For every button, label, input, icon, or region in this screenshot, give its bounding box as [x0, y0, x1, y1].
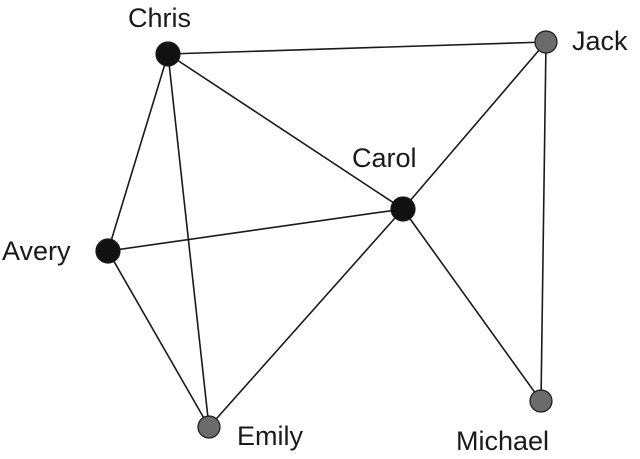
- edge-chris-emily: [167, 53, 210, 428]
- edge-jack-michael: [540, 41, 547, 402]
- node-label-chris: Chris: [128, 3, 191, 33]
- edge-avery-carol: [107, 208, 404, 252]
- node-jack: [534, 30, 558, 54]
- edge-chris-avery: [107, 53, 169, 252]
- edges-layer: [107, 41, 547, 428]
- node-michael: [529, 389, 553, 413]
- node-label-avery: Avery: [2, 236, 71, 266]
- node-label-michael: Michael: [456, 426, 549, 456]
- nodes-layer: [95, 30, 558, 439]
- edge-chris-jack: [167, 41, 547, 55]
- node-emily: [197, 415, 221, 439]
- node-label-carol: Carol: [352, 143, 417, 173]
- node-avery: [95, 238, 121, 264]
- node-label-emily: Emily: [237, 421, 303, 451]
- node-label-jack: Jack: [572, 26, 628, 56]
- edge-chris-carol: [167, 53, 404, 210]
- edge-carol-emily: [208, 208, 404, 428]
- node-carol: [390, 196, 416, 222]
- edge-carol-michael: [402, 208, 542, 402]
- edge-carol-jack: [402, 41, 547, 210]
- edge-avery-emily: [107, 250, 210, 428]
- node-chris: [155, 41, 181, 67]
